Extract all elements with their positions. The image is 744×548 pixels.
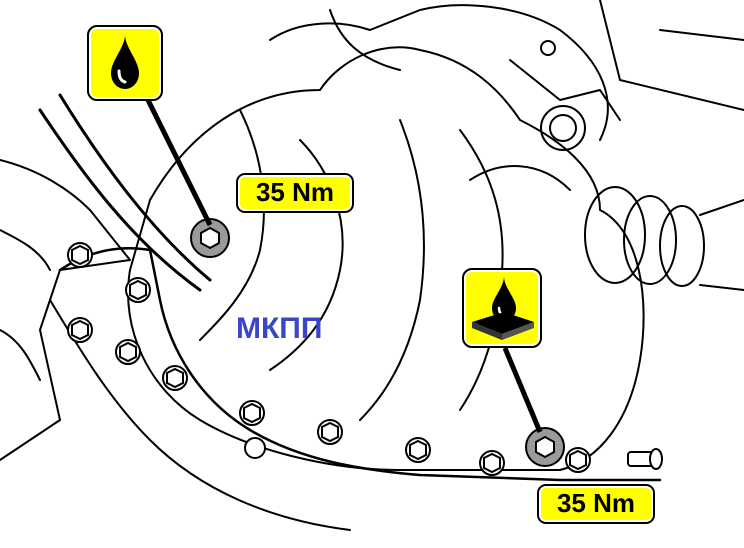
inner-rib-2 [269,139,344,371]
mount-ring [540,105,586,151]
oil-drop-icon [87,25,163,101]
flange-bolt [239,400,265,426]
small-bolt [540,40,556,56]
drain-plug [525,427,565,467]
filler-plug [190,218,230,258]
engine-detail-2 [0,329,41,381]
oil-drop-on-tray-icon [462,268,542,348]
upper-rib [329,9,401,71]
flange-bolt [405,437,431,463]
breather-fitting [627,448,663,470]
right-frame [599,0,744,111]
filler-leader-line [145,98,213,227]
mount-ring-inner [549,114,577,142]
flange-bolt [115,339,141,365]
flange-bolt [565,447,591,473]
flange-bolt [67,242,93,268]
engine-block [0,159,131,461]
gearbox-title: МКПП [236,312,323,345]
inner-rib-5 [469,165,571,191]
cv-boot-ring-2 [623,195,677,285]
flange-bolt [317,419,343,445]
bellhousing-flange [58,246,662,482]
inner-rib-3 [359,119,425,421]
cv-boot-ring-3 [659,205,705,287]
flange-bolt [162,365,188,391]
flange-bolt [67,317,93,343]
flange-bolt [125,277,151,303]
housing-outline [127,46,645,471]
cv-boot-ring-1 [584,186,646,284]
cable-line-2 [58,93,212,282]
driveshaft [699,199,744,291]
torque-label-filler: 35 Nm [236,173,354,213]
drain-leader-line [502,347,543,433]
upper-casing [269,4,609,141]
flange-bolt [479,450,505,476]
cable-line [38,108,202,292]
bracket [509,59,621,121]
bellhousing-edge [49,299,351,531]
inner-rib-1 [199,109,265,341]
flange-bolt [244,437,266,459]
engine-detail-1 [0,229,51,271]
torque-label-drain: 35 Nm [537,484,655,524]
